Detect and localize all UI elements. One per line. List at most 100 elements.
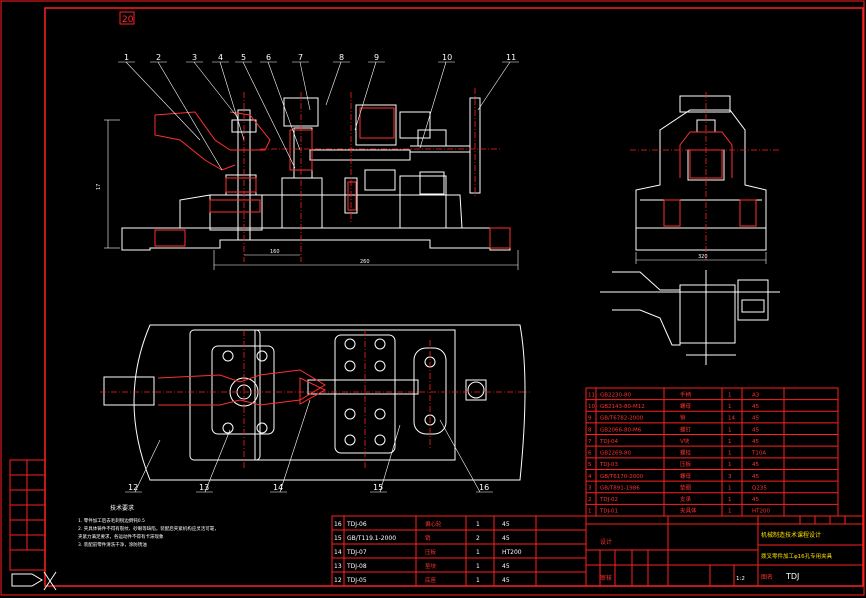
- bom-left-qty: 2: [476, 535, 480, 542]
- bom-right-code: GB2066-80-M6: [600, 427, 642, 433]
- notes-line-3: 夹紧力满足要求，各运动件不得有卡滞现象: [78, 533, 164, 540]
- bom-right-name: 螺母: [680, 402, 692, 410]
- side-view-dimensions: [635, 252, 767, 264]
- bom-right-name: 压板: [680, 460, 692, 468]
- bom-right-name: 螺栓: [680, 449, 692, 457]
- bom-right-material: 45: [752, 404, 759, 410]
- bom-right-qty: 1: [728, 497, 732, 503]
- checker-label: 审核: [600, 574, 612, 582]
- bom-left-code: TDJ-08: [346, 563, 367, 570]
- drawing-name-label: 图名: [761, 573, 773, 581]
- bom-left-name: 底座: [425, 576, 437, 584]
- bom-right-qty: 1: [728, 509, 732, 515]
- bom-right-name: 螺钉: [680, 425, 692, 433]
- scale-value: 1:2: [736, 576, 745, 582]
- part-label-5: 5: [241, 53, 246, 62]
- bom-right-code: GB2230-80: [600, 392, 632, 398]
- front-view-dimensions: [104, 119, 519, 270]
- bom-right-qty: 1: [728, 485, 732, 491]
- bom-right-code: GB2269-80: [600, 451, 632, 457]
- bom-left-no: 12: [334, 577, 342, 584]
- part-label-6: 6: [266, 53, 271, 62]
- notes-title: 技术要求: [110, 504, 134, 512]
- bom-right-code: GB2143-80-M12: [600, 404, 645, 410]
- bom-left-code: TDJ-06: [346, 521, 367, 528]
- bom-right-no: 3: [588, 485, 592, 491]
- part-label-7: 7: [298, 53, 303, 62]
- bom-right-material: 45: [752, 416, 759, 422]
- front-width-dim: 160: [270, 249, 280, 255]
- bom-right-no: 5: [588, 462, 592, 468]
- bom-right-code: TDJ-04: [599, 439, 619, 445]
- bom-right-name: 支承: [680, 495, 692, 503]
- bom-right-no: 6: [588, 451, 592, 457]
- side-view-sections: [663, 131, 757, 227]
- bom-right-no: 10: [588, 404, 595, 410]
- projection-symbol: [11, 571, 57, 591]
- bom-right-no: 11: [588, 392, 595, 398]
- plan-view: [103, 324, 526, 481]
- left-margin-table: [9, 459, 46, 571]
- bom-right-material: 45: [752, 427, 759, 433]
- part-label-12: 12: [128, 483, 138, 492]
- bom-right-qty: 1: [728, 392, 732, 398]
- part-label-1: 1: [124, 53, 129, 62]
- part-label-15: 15: [373, 483, 383, 492]
- part-label-9: 9: [374, 53, 379, 62]
- bom-left-qty: 1: [476, 549, 480, 556]
- bom-left-name: 垫块: [425, 562, 437, 570]
- side-width-dim: 320: [698, 254, 708, 260]
- part-labels-bottom: 12 13 14 15 16: [128, 483, 489, 492]
- bom-right-material: 45: [752, 474, 759, 480]
- bom-left-code: GB/T119.1-2000: [347, 535, 396, 542]
- bom-right-no: 9: [588, 416, 592, 422]
- part-label-3: 3: [192, 53, 197, 62]
- bom-right-no: 2: [588, 497, 592, 503]
- inner-frame: [44, 7, 864, 587]
- bom-left-qty: 1: [476, 521, 480, 528]
- bom-right-code: TDJ-03: [599, 462, 619, 468]
- bom-left-no: 14: [334, 549, 342, 556]
- bom-right-code: TDJ-02: [599, 497, 618, 503]
- bom-left-material: 45: [502, 521, 510, 528]
- title-subtitle: 拨叉零件加工φ16孔专用夹具: [761, 552, 833, 560]
- plan-view-centerlines: [100, 330, 530, 470]
- part-label-2: 2: [156, 53, 161, 62]
- bom-right-name: 夹具体: [680, 507, 697, 515]
- bom-left-name: 偏心轮: [425, 520, 442, 528]
- corner-mark-box: [119, 11, 135, 25]
- part-label-11: 11: [506, 53, 516, 62]
- bom-right-material: A3: [752, 392, 760, 398]
- bom-right-qty: 1: [728, 462, 732, 468]
- part-labels-top: 1 2 3 4 5 6 7 8 9 10 11: [124, 53, 516, 62]
- title-header: 机械制造技术课程设计: [761, 531, 821, 539]
- side-view: [635, 95, 767, 251]
- notes-line-2: 2. 夹具体铸件不得有裂纹、砂眼等缺陷，装配后夹紧机构应灵活可靠，: [78, 525, 219, 532]
- bom-left-material: HT200: [502, 549, 522, 556]
- bom-left-no: 15: [334, 535, 342, 542]
- bom-right-name: 手柄: [680, 390, 692, 398]
- bom-left-no: 13: [334, 563, 342, 570]
- side-view-centerlines: [630, 92, 780, 260]
- bom-right-no: 4: [588, 474, 592, 480]
- front-view-sections: [154, 107, 511, 249]
- bom-left-material: 45: [502, 563, 510, 570]
- plan-view-sections: [157, 369, 327, 406]
- bom-left-material: 45: [502, 535, 510, 542]
- bom-left-grid: [331, 515, 587, 587]
- technical-notes: 技术要求 1. 零件加工后去毛刺锐边倒钝0.5 2. 夹具体铸件不得有裂纹、砂眼…: [78, 504, 219, 548]
- bom-right-no: 1: [588, 509, 592, 515]
- corner-mark: 20: [122, 15, 134, 25]
- bom-right-qty: 1: [728, 451, 732, 457]
- part-label-13: 13: [199, 483, 209, 492]
- part-label-8: 8: [339, 53, 344, 62]
- front-view-centerlines: [243, 88, 500, 262]
- drawing-code: TDJ: [785, 572, 799, 581]
- bom-right-code: GB/T6170-2000: [600, 474, 644, 480]
- bom-right-name: 螺母: [680, 472, 692, 480]
- bom-right-name: 垫圈: [680, 483, 692, 491]
- bom-right-no: 7: [588, 439, 592, 445]
